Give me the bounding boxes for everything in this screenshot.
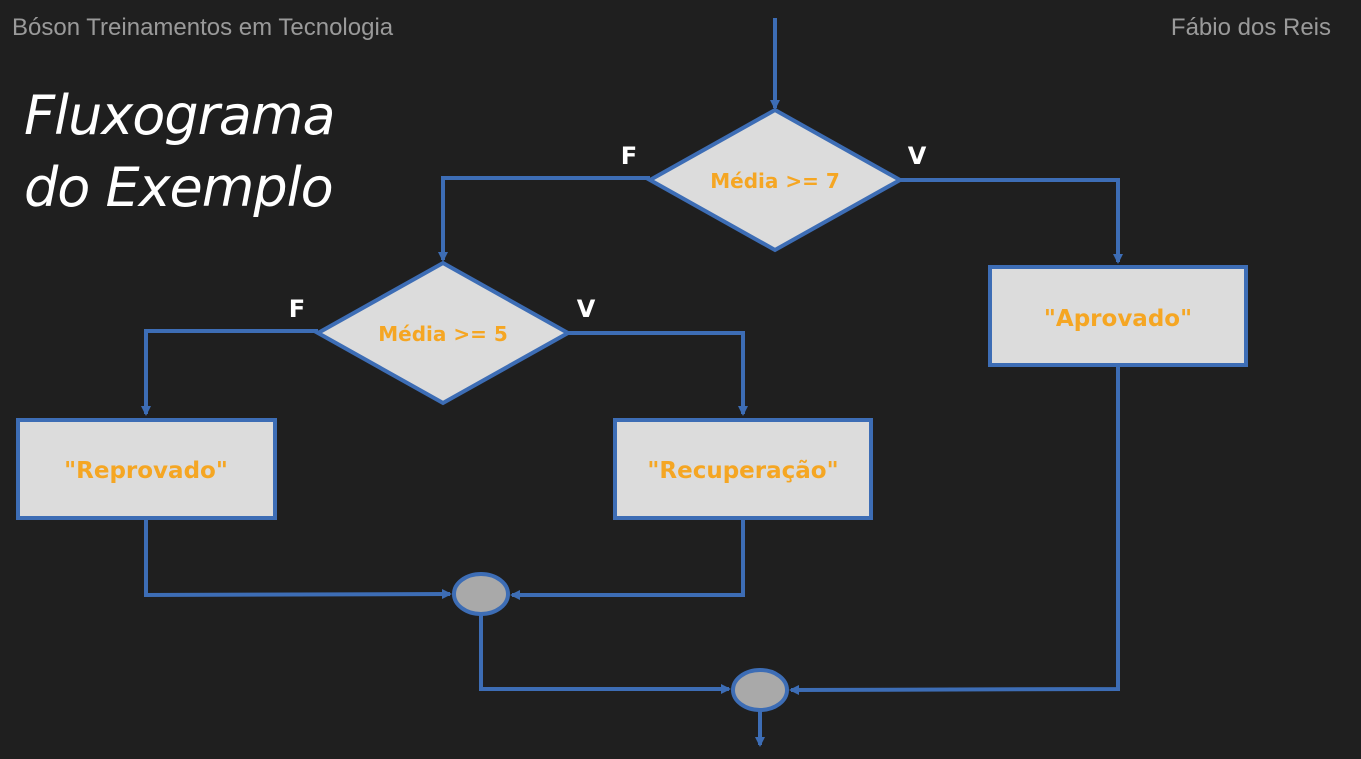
author-name: Fábio dos Reis bbox=[1170, 14, 1331, 41]
title-line-1: Fluxograma bbox=[24, 84, 336, 147]
box-reprovado bbox=[16, 418, 277, 520]
box-reprovado-label: "Reprovado" bbox=[64, 458, 228, 484]
edge-d2-true bbox=[568, 331, 748, 416]
box-recuperacao-label: "Recuperação" bbox=[647, 458, 838, 484]
decision1-false-label: F bbox=[621, 142, 637, 170]
decision-media-7-label: Média >= 7 bbox=[710, 169, 840, 193]
edge-recuperacao-connector bbox=[510, 518, 745, 600]
edge-connector1-connector2 bbox=[479, 612, 731, 694]
connector-2 bbox=[731, 668, 789, 712]
decision2-true-label: V bbox=[577, 295, 596, 323]
title-line-2: do Exemplo bbox=[24, 156, 334, 219]
decision-media-7 bbox=[645, 107, 905, 253]
decision1-true-label: V bbox=[908, 142, 927, 170]
edge-d1-true bbox=[900, 178, 1123, 264]
box-aprovado bbox=[988, 265, 1248, 367]
decision-media-5-label: Média >= 5 bbox=[378, 322, 508, 346]
edge-aprovado-connector bbox=[789, 365, 1120, 695]
edge-d1-false bbox=[438, 176, 650, 262]
decision-media-5 bbox=[313, 260, 573, 406]
edge-d2-false bbox=[141, 329, 318, 416]
page-title: Fluxograma do Exemplo bbox=[24, 80, 336, 224]
box-aprovado-label: "Aprovado" bbox=[1044, 306, 1192, 332]
connector-1 bbox=[452, 572, 510, 616]
channel-name: Bóson Treinamentos em Tecnologia bbox=[12, 14, 394, 41]
edge-reprovado-connector bbox=[144, 518, 452, 600]
decision2-false-label: F bbox=[289, 295, 305, 323]
box-recuperacao bbox=[613, 418, 873, 520]
